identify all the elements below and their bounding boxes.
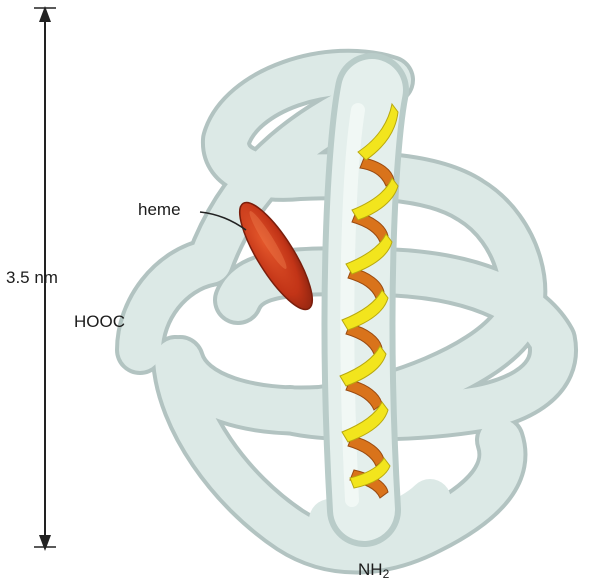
c-terminus-label: HOOC: [74, 312, 125, 332]
n-terminus-label-subscript: 2: [383, 567, 390, 581]
heme-label: heme: [138, 200, 181, 220]
n-terminus-label-base: NH: [358, 560, 383, 579]
scale-bar-bottom-arrow: [39, 535, 51, 551]
scale-label: 3.5 nm: [6, 268, 58, 288]
n-terminus-label: NH2: [358, 560, 389, 584]
